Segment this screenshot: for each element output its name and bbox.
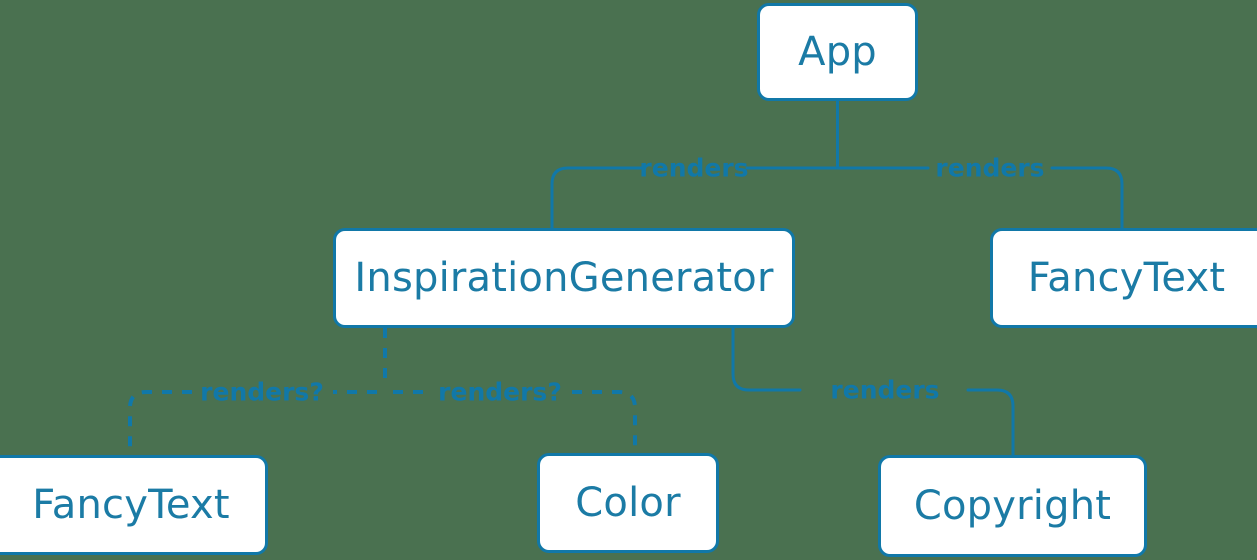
node-fancytext-bottom[interactable]: FancyText xyxy=(0,455,268,555)
node-inspiration-generator-label: InspirationGenerator xyxy=(354,255,774,301)
node-inspiration-generator[interactable]: InspirationGenerator xyxy=(333,228,795,328)
node-copyright[interactable]: Copyright xyxy=(878,455,1147,557)
node-app-label: App xyxy=(798,29,877,75)
edge-label-inspirationgenerator-fancytext: renders? xyxy=(200,377,324,407)
node-fancytext-bottom-label: FancyText xyxy=(32,482,230,528)
node-fancytext-top-label: FancyText xyxy=(1027,255,1226,301)
edge-label-inspirationgenerator-color: renders? xyxy=(438,377,562,407)
node-color-label: Color xyxy=(575,480,681,526)
node-copyright-label: Copyright xyxy=(913,483,1112,529)
node-app[interactable]: App xyxy=(757,3,918,101)
node-fancytext-top[interactable]: FancyText xyxy=(990,228,1257,328)
edge-label-inspirationgenerator-copyright: renders xyxy=(830,375,940,405)
edge-label-app-inspirationgenerator: renders xyxy=(639,153,749,183)
node-color[interactable]: Color xyxy=(537,453,719,553)
edge-label-app-fancytext: renders xyxy=(935,153,1045,183)
